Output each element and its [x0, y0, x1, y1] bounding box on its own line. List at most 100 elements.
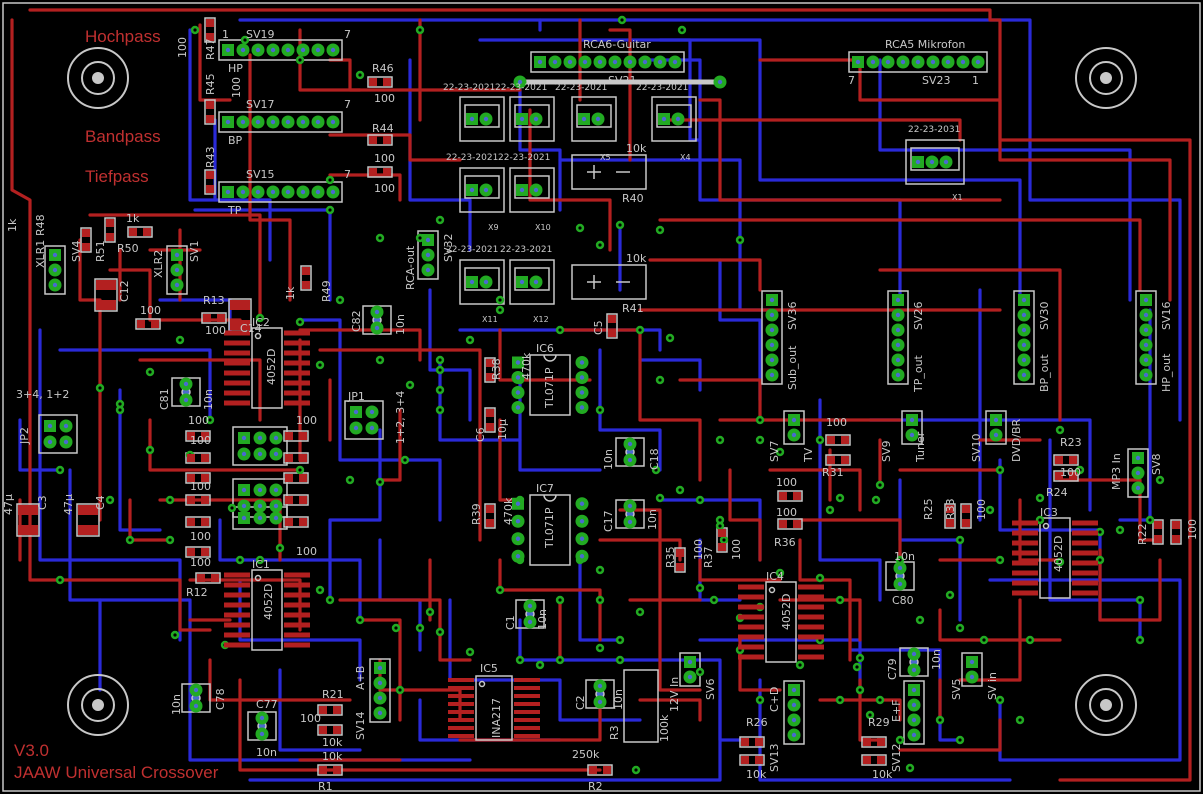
smd-component-pad [369, 136, 377, 144]
smd-component [367, 76, 393, 88]
mounting-hole [1075, 674, 1137, 736]
label-c81: C81 [158, 388, 171, 410]
label-sv14: SV14 [354, 711, 367, 740]
pad-hole [895, 372, 901, 378]
smd-pad [224, 582, 250, 588]
label-10n: 10n [602, 449, 615, 470]
label-sv36: SV36 [786, 301, 799, 330]
smd-component-pad [206, 185, 214, 193]
smd-pad [224, 592, 250, 598]
label-term-code: 22-23-2021 [495, 83, 547, 93]
pad-hole [469, 279, 475, 285]
smd-pad [224, 622, 250, 628]
smd-pad [738, 644, 764, 650]
pad-hole [273, 487, 279, 493]
pads [18, 19, 1180, 774]
smd-component-pad [206, 33, 214, 41]
via-hole [668, 336, 672, 340]
pad-hole [791, 432, 797, 438]
label-jp1: JP1 [347, 390, 365, 403]
smd-component [1170, 519, 1182, 545]
label-r40: R40 [622, 192, 644, 205]
smd-pad [738, 634, 764, 640]
label-12v: 12V In [668, 677, 681, 712]
pad-hole [675, 116, 681, 122]
via-hole [438, 368, 442, 372]
label-r1: R1 [318, 780, 333, 793]
label-rca5: RCA5 Mikrofon [885, 38, 965, 51]
pad-hole [657, 59, 663, 65]
smd-component-pad [1055, 456, 1063, 464]
terminal-x7-inner [464, 104, 500, 128]
via-hole [408, 383, 412, 387]
smd-component-pad [319, 766, 327, 774]
smd-component [204, 17, 216, 43]
label-r51: R51 [94, 240, 107, 262]
ic2 [251, 327, 283, 409]
smd-component-pad [383, 168, 391, 176]
smd-component-pad [486, 519, 494, 527]
smd-component-pad [718, 543, 726, 551]
via-hole [58, 468, 62, 472]
header-sv15 [218, 181, 343, 203]
label-c78: C78 [214, 688, 227, 710]
via-hole [438, 358, 442, 362]
header-sv16 [1135, 290, 1157, 385]
label-seven-d: 7 [848, 74, 855, 87]
label-bp-out: BP_out [1038, 354, 1051, 392]
via-hole [958, 626, 962, 630]
pad-hole [52, 267, 58, 273]
smd-pad [448, 726, 474, 730]
pad-hole [183, 381, 189, 387]
smd-component [674, 547, 686, 573]
smd-component-pad [383, 136, 391, 144]
label-c79: C79 [886, 658, 899, 680]
terminal-x11 [459, 259, 505, 305]
pad-hole [515, 405, 521, 410]
label-r5x: 100 [140, 304, 161, 317]
pad-hole [469, 116, 475, 122]
smd-component-pad [333, 766, 341, 774]
via-hole [428, 610, 432, 614]
smd-component [861, 736, 887, 748]
label-r33: R33 [944, 498, 957, 520]
label-x11: X11 [482, 315, 498, 324]
smd-pad [738, 594, 764, 600]
smd-component-pad [201, 518, 209, 526]
via-hole [208, 418, 212, 422]
label-j12: 1+2, 3+4 [394, 391, 407, 444]
pad-hole [1021, 327, 1027, 333]
label-seven-c: 7 [344, 168, 351, 181]
smd-pad [1072, 520, 1098, 526]
label-10n: 10n [646, 509, 659, 530]
smd-pad [448, 734, 474, 738]
pad-hole [769, 327, 775, 333]
via-hole [1138, 598, 1142, 602]
pad-hole [855, 59, 861, 65]
pad-hole [769, 342, 775, 348]
label-10n: 10n [612, 689, 625, 710]
pad-hole [1021, 342, 1027, 348]
pad-hole [469, 187, 475, 193]
smd-pad [798, 634, 824, 640]
via-hole [1058, 428, 1062, 432]
smd-component [606, 313, 618, 339]
terminal-x1-inner [910, 147, 960, 171]
smd-component-pad [877, 756, 885, 764]
jumper-jp1 [344, 400, 384, 440]
terminal-x6-inner [576, 104, 612, 128]
pad-hole [579, 375, 585, 380]
label-sv1: SV1 [188, 240, 201, 262]
pad-hole [1143, 327, 1149, 333]
pad-hole [930, 59, 936, 65]
via-hole [378, 236, 382, 240]
smd-pad [284, 370, 310, 376]
pad-hole [1143, 312, 1149, 318]
label-jp2: JP2 [18, 427, 31, 445]
label-r38-val: 470k [520, 352, 533, 380]
elco-c12-pad [96, 300, 116, 310]
smd-pad [1072, 530, 1098, 536]
label-10n: 10n [256, 746, 277, 759]
